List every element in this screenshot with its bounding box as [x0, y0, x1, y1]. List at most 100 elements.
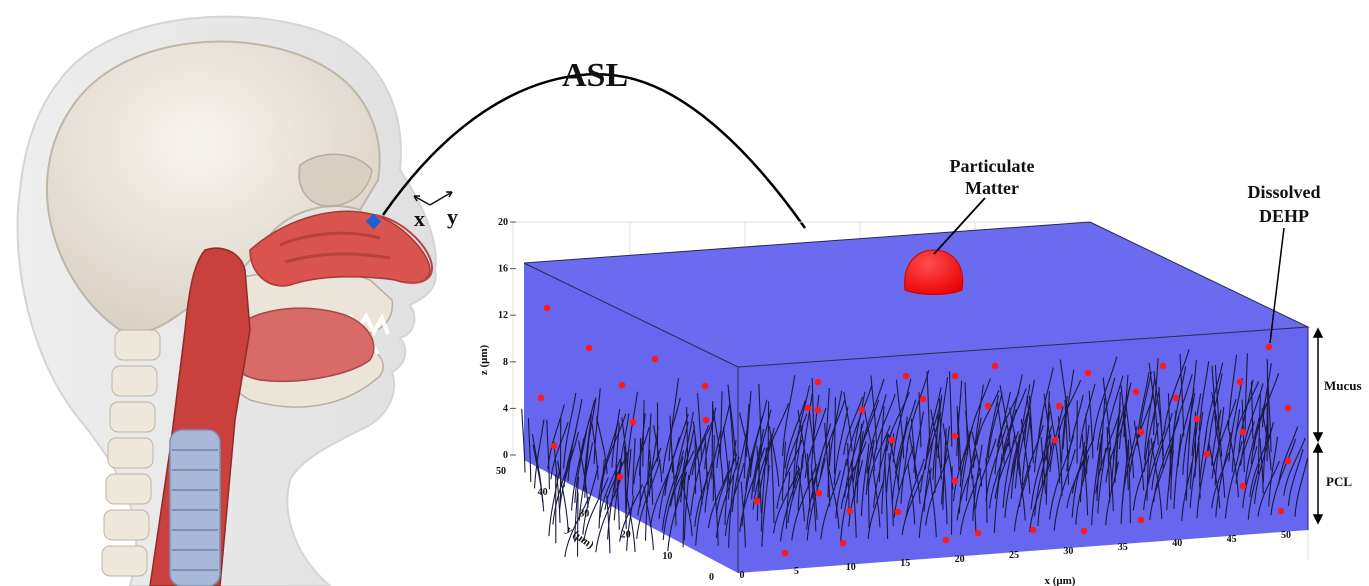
- cilium: [835, 458, 848, 519]
- cilium: [728, 474, 735, 548]
- x-tick-label: 5: [794, 566, 799, 577]
- cilium: [1079, 445, 1086, 503]
- cilium: [596, 416, 608, 475]
- cilium: [1294, 458, 1308, 517]
- cilium: [584, 429, 591, 498]
- x-tick-label: 10: [846, 562, 856, 573]
- cilium: [847, 442, 850, 515]
- cilium: [865, 439, 875, 496]
- cilium: [781, 441, 787, 501]
- cilium: [1198, 361, 1210, 432]
- cilium: [614, 422, 620, 497]
- cilium: [683, 475, 690, 540]
- cilium: [1153, 358, 1159, 436]
- cilium: [819, 399, 846, 478]
- cilium: [856, 423, 863, 504]
- cilium: [828, 468, 840, 529]
- dehp-dot: [942, 536, 950, 544]
- cilium: [574, 430, 588, 503]
- cilium: [583, 477, 609, 541]
- cilium: [824, 423, 831, 507]
- dehp-dot: [974, 529, 982, 537]
- cilium: [1266, 359, 1269, 443]
- cilium: [1211, 392, 1223, 457]
- cilium: [546, 419, 550, 490]
- cilium: [675, 421, 689, 483]
- cilium: [975, 438, 997, 509]
- cilium: [649, 449, 654, 505]
- x-tick-label: 30: [1063, 546, 1073, 557]
- cilium: [688, 424, 710, 481]
- dehp-dot: [984, 402, 992, 410]
- cilium: [937, 376, 949, 459]
- dehp-dot: [951, 477, 959, 485]
- cilium: [1231, 409, 1241, 473]
- cilium: [938, 398, 943, 469]
- cilium: [745, 390, 752, 457]
- dehp-dot: [1236, 378, 1244, 386]
- cilium: [959, 468, 982, 535]
- cilium: [1106, 426, 1111, 503]
- cilium: [1267, 380, 1272, 453]
- cilium: [743, 404, 750, 479]
- z-tick-label: 16: [498, 264, 508, 275]
- cilium: [1057, 416, 1063, 497]
- dehp-dot: [629, 418, 637, 426]
- dehp-dot: [1084, 369, 1092, 377]
- dehp-dot: [839, 539, 847, 547]
- cervical-spine: [101, 329, 161, 577]
- cilium: [1227, 354, 1238, 430]
- cilium: [550, 421, 569, 480]
- cilium: [1010, 434, 1021, 500]
- cilium: [574, 476, 580, 543]
- dehp-dot: [951, 372, 959, 380]
- cilium: [704, 407, 717, 470]
- cilium: [881, 431, 888, 515]
- cilium: [1261, 408, 1272, 471]
- pcl-bracket: [1312, 442, 1324, 525]
- cilium: [776, 439, 803, 509]
- cilium: [1014, 416, 1028, 489]
- cilium: [925, 454, 950, 526]
- dehp-particles: [537, 304, 1292, 557]
- cilium: [695, 471, 709, 546]
- cilium: [900, 447, 908, 504]
- cilium: [988, 442, 1009, 509]
- dehp-dot: [701, 382, 709, 390]
- nose: [374, 214, 434, 284]
- cilium: [772, 470, 799, 534]
- mucus-label: Mucus: [1324, 378, 1362, 393]
- cilium: [1250, 398, 1267, 465]
- cilium: [1049, 435, 1075, 520]
- cilium: [716, 453, 738, 514]
- cilium: [591, 423, 599, 480]
- cilium: [820, 470, 841, 540]
- dehp-dot: [858, 406, 866, 414]
- cilium: [1004, 445, 1019, 518]
- cilium: [1283, 437, 1306, 496]
- cilium: [867, 479, 885, 540]
- particulate-label-line2: Matter: [965, 178, 1019, 198]
- cilium: [910, 418, 917, 480]
- dehp-dot: [951, 432, 959, 440]
- cilium: [653, 425, 663, 483]
- cilium: [1166, 450, 1174, 511]
- pcl-label: PCL: [1326, 474, 1352, 489]
- cilium: [843, 396, 864, 456]
- cilium: [873, 393, 896, 460]
- cilium: [943, 464, 948, 525]
- cilium: [1185, 422, 1191, 501]
- cilium: [993, 453, 1003, 533]
- cilium: [649, 463, 673, 527]
- dehp-dot: [1137, 428, 1145, 436]
- cilium: [801, 393, 813, 469]
- cilium: [625, 451, 627, 530]
- dehp-dot: [1080, 527, 1088, 535]
- cilium: [1091, 443, 1101, 526]
- cilium: [1071, 436, 1095, 494]
- cilium: [1226, 420, 1239, 498]
- cilium: [1247, 463, 1261, 520]
- dehp-dot: [814, 378, 822, 386]
- coord-y-label: y: [447, 204, 458, 229]
- cilium: [739, 447, 766, 532]
